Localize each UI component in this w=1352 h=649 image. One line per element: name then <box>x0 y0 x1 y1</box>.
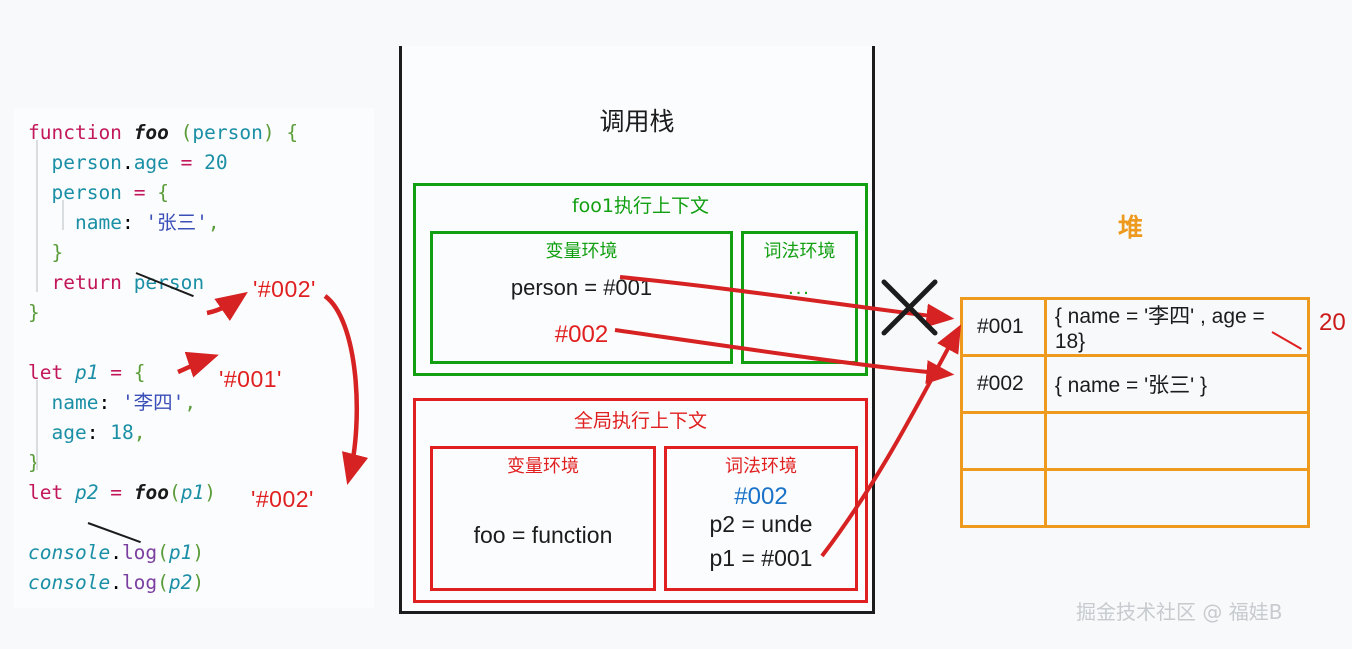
code-line: console.log(p2) <box>28 571 205 594</box>
heap-value <box>1043 468 1311 528</box>
watermark: 掘金技术社区 @ 福娃B <box>1076 600 1283 624</box>
global-variable-environment-title: 变量环境 <box>507 456 579 477</box>
heap-value: { name = '李四' , age = 18} <box>1043 297 1311 357</box>
code-annotation-return-ref: '#002' <box>253 276 316 302</box>
code-line: console.log(p1) <box>28 541 205 564</box>
age-updated-annotation: 20 <box>1319 309 1346 336</box>
heap-address: #001 <box>960 297 1047 357</box>
code-annotation-p2-ref: '#002' <box>251 486 314 512</box>
code-panel: function foo (person) { person.age = 20 … <box>14 108 374 608</box>
foo1-variable-environment: 变量环境 person = #001 #002 <box>430 231 733 364</box>
cross-out-x-icon <box>881 279 938 336</box>
heap-value: { name = '张三' } <box>1043 354 1311 414</box>
code-line: } <box>28 451 40 474</box>
global-foo-binding: foo = function <box>473 522 613 548</box>
code-line: name: '张三', <box>74 211 220 234</box>
foo1-context-title: foo1执行上下文 <box>571 195 710 217</box>
foo1-person-binding: person = #001 <box>510 275 653 300</box>
code-line: return person <box>51 271 205 294</box>
global-variable-environment: 变量环境 foo = function <box>430 446 656 591</box>
code-annotation-p1-ref: '#001' <box>219 366 282 392</box>
table-row: #002 { name = '张三' } <box>960 354 1311 414</box>
foo1-lexical-environment-title: 词法环境 <box>763 241 836 262</box>
indent-guide <box>62 200 64 230</box>
heap-title: 堆 <box>1118 213 1144 242</box>
table-row <box>960 411 1311 471</box>
code-line: age: 18, <box>51 421 146 444</box>
code-line: person.age = 20 <box>51 151 228 174</box>
heap-address <box>960 411 1047 471</box>
code-line: name: '李四', <box>51 391 197 414</box>
code-line: person = { <box>51 181 169 204</box>
global-lexical-environment: 词法环境 #002 p2 = unde p1 = #001 <box>664 446 858 591</box>
heap-value <box>1043 411 1311 471</box>
foo1-lexical-environment-content: ... <box>788 277 811 299</box>
global-lexical-environment-title: 词法环境 <box>725 456 797 477</box>
indent-guide <box>36 380 38 470</box>
table-row <box>960 468 1311 528</box>
heap-table: #001 { name = '李四' , age = 18} #002 { na… <box>960 297 1311 528</box>
foo1-execution-context: foo1执行上下文 变量环境 person = #001 #002 词法环境 .… <box>413 183 868 376</box>
foo1-lexical-environment: 词法环境 ... <box>741 231 858 364</box>
code-listing: function foo (person) { person.age = 20 … <box>28 118 298 598</box>
code-line <box>28 328 298 358</box>
heap-address: #002 <box>960 354 1047 414</box>
code-line: let p2 = foo(p1) <box>28 481 216 504</box>
global-new-ref-002: #002 <box>734 483 788 510</box>
indent-guide <box>36 140 38 292</box>
foo1-variable-environment-title: 变量环境 <box>545 241 618 262</box>
code-line: } <box>28 301 40 324</box>
global-p1-binding: p1 = #001 <box>709 545 813 571</box>
global-context-title: 全局执行上下文 <box>573 410 707 432</box>
call-stack-panel: 调用栈 foo1执行上下文 变量环境 person = #001 #002 词法… <box>399 46 875 614</box>
foo1-new-ref-002: #002 <box>554 321 609 348</box>
code-line: let p1 = { <box>28 361 146 384</box>
global-p2-binding: p2 = unde <box>709 511 813 537</box>
table-row: #001 { name = '李四' , age = 18} <box>960 297 1311 357</box>
heap-address <box>960 468 1047 528</box>
code-line: } <box>51 241 64 264</box>
global-execution-context: 全局执行上下文 变量环境 foo = function 词法环境 #002 p2… <box>413 398 868 603</box>
code-line: function foo (person) { <box>28 121 299 144</box>
call-stack-title: 调用栈 <box>599 107 675 136</box>
